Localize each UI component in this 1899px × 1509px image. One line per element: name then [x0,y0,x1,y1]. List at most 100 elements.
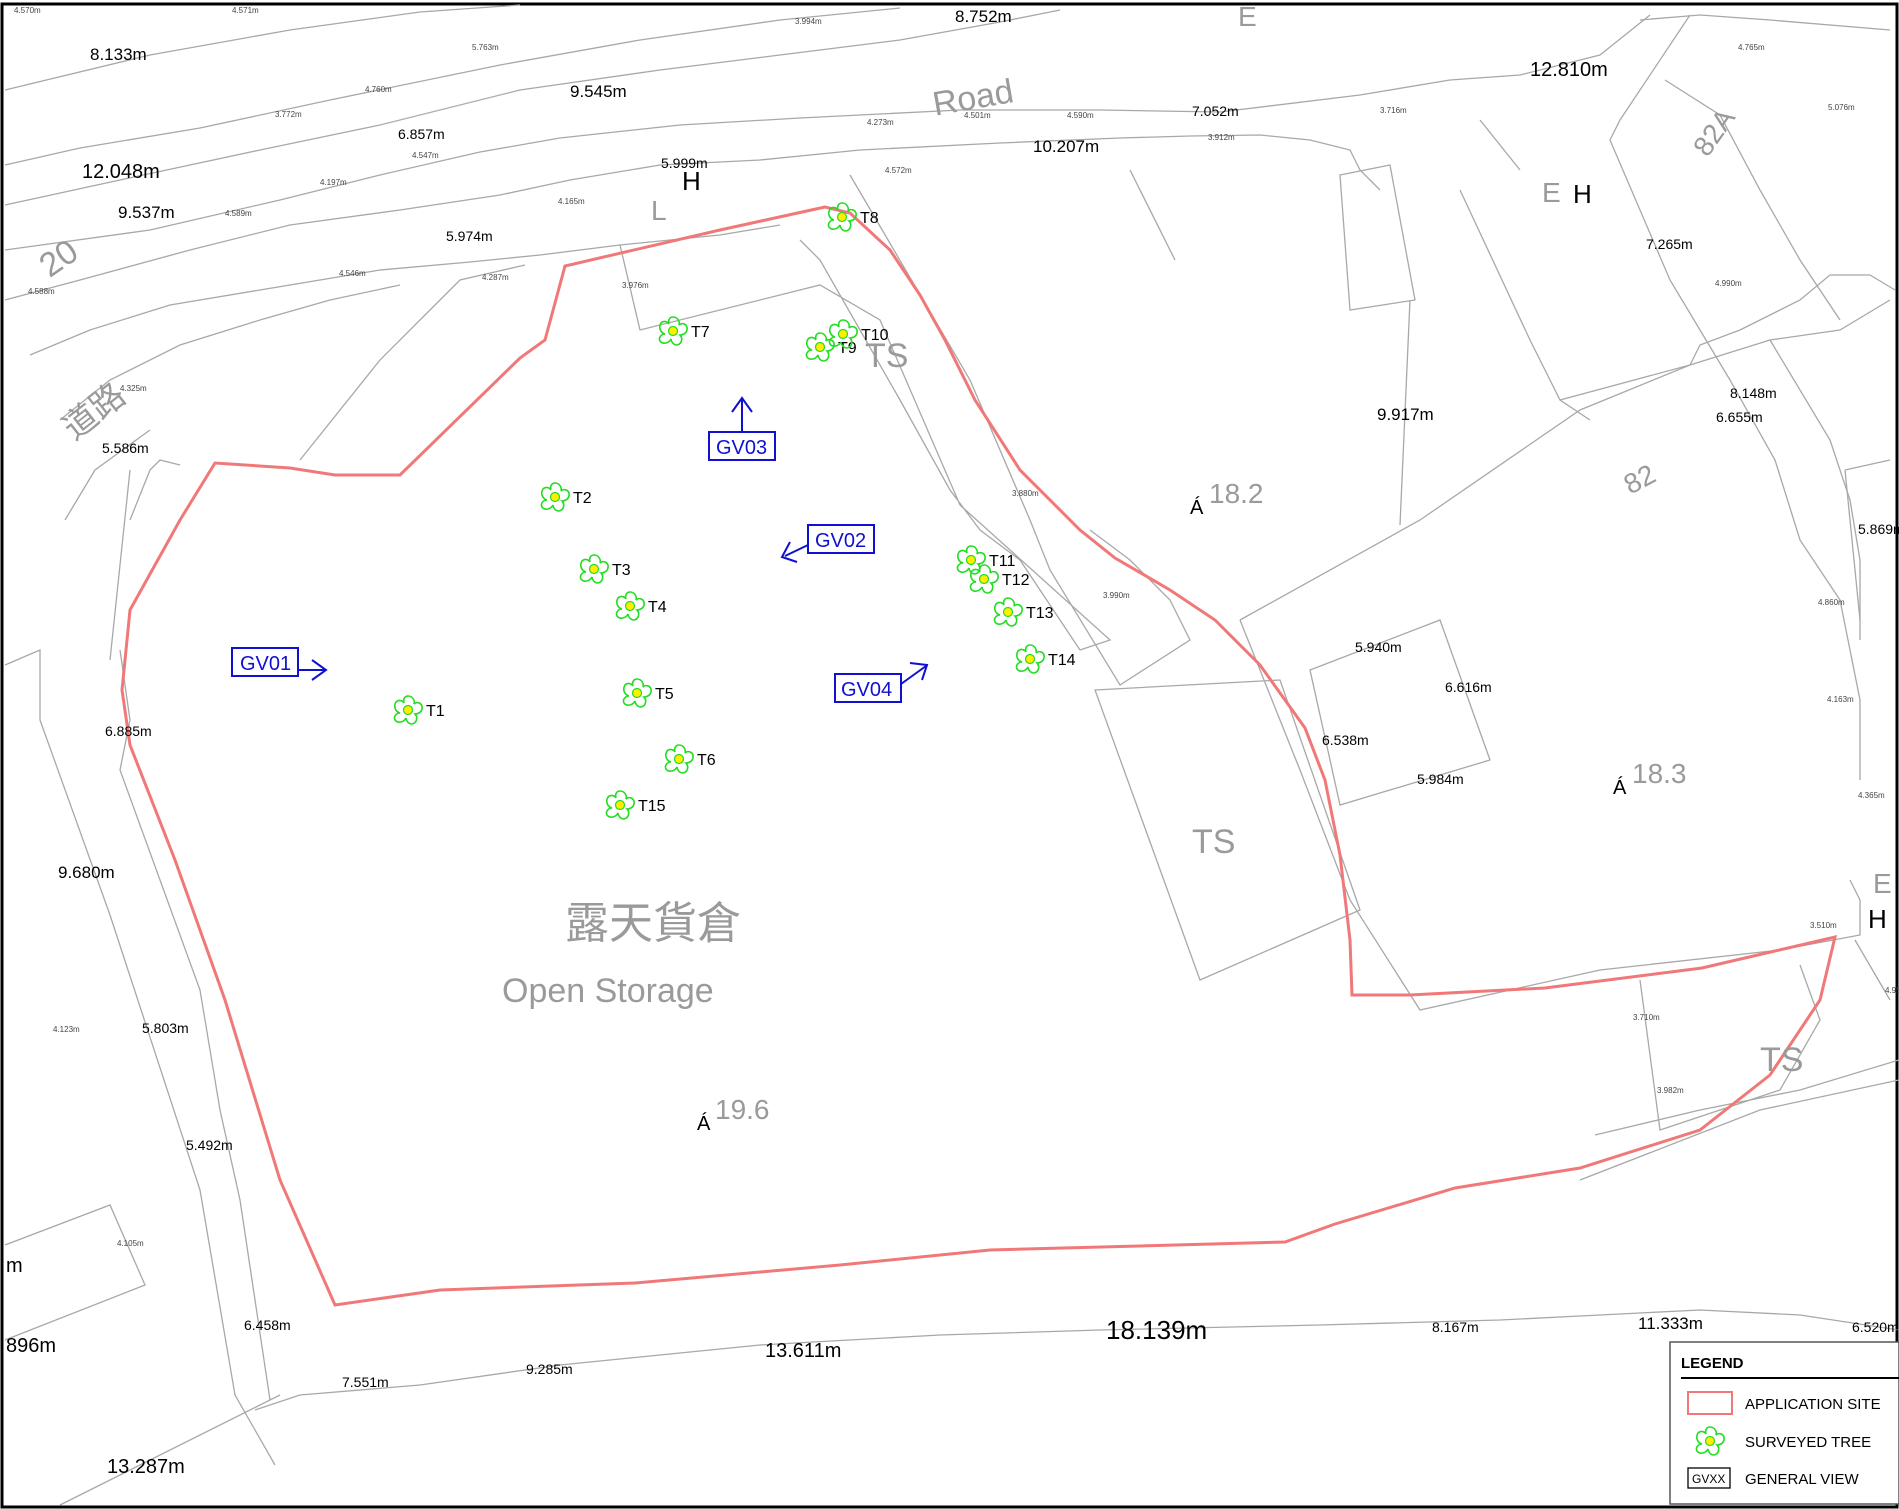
application-site-swatch [1687,1391,1733,1415]
measurement-label: 18.139m [1106,1315,1207,1345]
general-view-marker[interactable]: GV04 [834,662,929,703]
flower-tree-icon [579,554,609,584]
minor-measurement-label: 3.912m [1208,133,1235,142]
measurement-label: 8.167m [1432,1319,1479,1335]
arrow-icon [780,541,809,563]
flower-tree-icon [622,678,652,708]
measurement-label: 13.287m [107,1456,185,1478]
tree-label: T8 [860,210,879,227]
general-view-label: GV03 [716,437,767,459]
surveyed-tree: T12 [969,564,1030,594]
minor-measurement-labels: 4.570m 4.571m 5.763m 3.994m 4.760m 3.772… [14,6,1899,1248]
general-view-marker[interactable]: GV01 [231,647,328,681]
minor-measurement-label: 4.571m [232,6,259,15]
measurement-label: 6.655m [1716,409,1763,425]
legend-label: GENERAL VIEW [1745,1471,1859,1488]
tree-label: T1 [426,703,445,720]
measurement-label: 5.492m [186,1137,233,1153]
tree-label: T2 [573,490,592,507]
measurement-label: 5.586m [102,440,149,456]
measurement-label: 11.333m [1638,1314,1703,1333]
minor-measurement-label: 3.510m [1810,921,1837,930]
tree-label: T3 [612,562,631,579]
surveyed-tree: T15 [605,790,666,820]
measurement-label: 13.611m [765,1340,841,1362]
measurement-label: 7.551m [342,1374,389,1390]
map-letter: E [1873,868,1892,899]
measurement-label: 5.869m [1858,521,1899,537]
measurement-label: 6.616m [1445,679,1492,695]
area-label-cjk: 露天貨倉 [565,898,741,949]
minor-measurement-label: 5.763m [472,43,499,52]
measurement-label: 9.917m [1377,405,1434,424]
legend-item-general-view: GVXX GENERAL VIEW [1687,1467,1859,1489]
surveyed-tree: T11 [956,545,1015,575]
tree-label: T14 [1048,652,1076,669]
arrow-icon [900,662,929,685]
lot-lines [4,4,1899,1506]
minor-measurement-label: 4.123m [53,1025,80,1034]
minor-measurement-label: 4.546m [339,269,366,278]
arrow-icon [731,396,753,432]
minor-measurement-label: 4.273m [867,118,894,127]
minor-measurement-label: 4.572m [885,166,912,175]
measurement-labels: 8.752m 8.133m 9.545m 12.810m 6.857m 12.0… [6,7,1899,1478]
minor-measurement-label: 4.760m [365,85,392,94]
spot-height-symbol: Á [1190,496,1204,519]
minor-measurement-label: 4.165m [558,197,585,206]
minor-measurement-label: 5.076m [1828,103,1855,112]
lot-number-label: 82 [1618,458,1660,500]
legend: LEGEND APPLICATION SITE SURVEYED TREE GV… [1669,1341,1899,1505]
general-view-marker[interactable]: GV02 [780,524,875,563]
road-label: Road [930,72,1017,124]
legend-label: SURVEYED TREE [1745,1434,1871,1451]
measurement-label: 7.052m [1192,103,1239,119]
minor-measurement-label: 4.588m [28,287,55,296]
measurement-label: 10.207m [1033,137,1099,156]
legend-box [1669,1341,1899,1505]
measurement-label: 8.148m [1730,385,1777,401]
surveyed-tree: T2 [540,482,592,512]
map-letter: E [1542,177,1561,208]
spot-height-value: 19.6 [715,1094,770,1125]
general-view-box [834,673,902,703]
measurement-label: 5.803m [142,1020,189,1036]
minor-measurement-label: 4.860m [1818,598,1845,607]
minor-measurement-label: 4.197m [320,178,347,187]
minor-measurement-label: 4.990m [1715,279,1742,288]
tree-label: T15 [638,798,666,815]
surveyed-tree: T10 [828,319,889,349]
legend-label: APPLICATION SITE [1745,1396,1881,1413]
general-view-label: GV01 [240,653,291,675]
general-views: GV01 GV02 GV03 GV04 [231,396,929,703]
measurement-label: 6.857m [398,126,445,142]
minor-measurement-label: 3.716m [1380,106,1407,115]
tree-label: T10 [861,327,889,344]
measurement-label: 9.680m [58,863,115,882]
surveyed-tree: T3 [579,554,631,584]
measurement-label: 9.537m [118,203,175,222]
ts-label: TS [1192,823,1235,861]
minor-measurement-label: 4.501m [964,111,991,120]
general-view-marker[interactable]: GV03 [708,396,776,461]
minor-measurement-label: 4.325m [120,384,147,393]
tree-label: T6 [697,752,716,769]
general-view-swatch [1687,1467,1731,1489]
minor-measurement-label: 4.365m [1858,791,1885,800]
legend-item-surveyed-tree: SURVEYED TREE [1695,1426,1871,1456]
flower-tree-icon [615,591,645,621]
area-label-en: Open Storage [502,972,714,1010]
map-letter: H [1573,179,1592,209]
general-view-swatch-text: GVXX [1692,1472,1725,1486]
legend-item-application-site: APPLICATION SITE [1687,1391,1881,1415]
ts-label: TS [865,337,908,375]
minor-measurement-label: 4.287m [482,273,509,282]
minor-measurement-label: 3.990m [1103,591,1130,600]
measurement-label: 7.265m [1646,236,1693,252]
spot-height-value: 18.2 [1209,478,1264,509]
minor-measurement-label: 4.163m [1827,695,1854,704]
measurement-label: 6.520m [1852,1319,1899,1335]
